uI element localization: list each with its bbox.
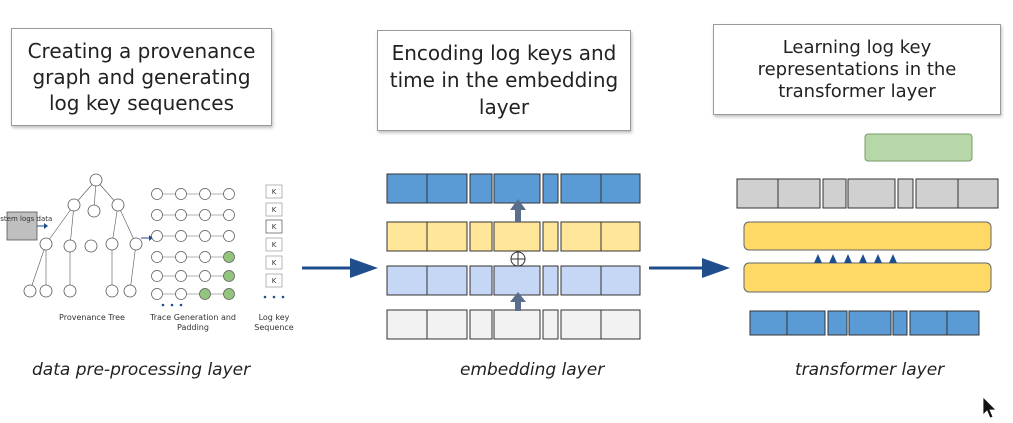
svg-text:K: K [272,188,277,196]
preprocessing-caption: data pre-processing layer [32,360,251,380]
svg-text:K: K [272,241,277,249]
preprocessing-title: Creating a provenance graph and generati… [11,28,272,126]
transformer-block-bottom [743,262,992,293]
arrow-up-icon [510,199,526,222]
log-key-boxes [265,184,283,288]
output-green-block [864,133,973,162]
svg-text:K: K [272,223,277,231]
mouse-cursor-icon [982,396,997,419]
transformer-block-top [743,221,992,251]
trace-nodes [151,188,235,300]
embedding-input-row [386,309,641,340]
svg-text:K: K [272,206,277,214]
trace-links [157,193,229,295]
provenance-tree-label: Provenance Tree [59,313,125,322]
transformer-gray-row [736,178,999,209]
embedding-title: Encoding log keys and time in the embedd… [377,30,631,131]
padding-nodes [199,251,235,300]
arrow-right-icon [649,258,730,278]
embedding-output-row [386,173,641,204]
arrow-right-icon [302,258,378,278]
system-logs-label: System logs data [0,215,52,223]
transformer-input-row [749,310,980,336]
svg-text:K: K [272,277,277,285]
tree-edges [29,179,137,292]
embedding-caption: embedding layer [460,360,605,380]
transformer-title: Learning log key representations in the … [713,24,1001,115]
add-icon [510,251,526,267]
trace-ellipsis [161,303,183,307]
embedding-lightblue-row [386,265,641,296]
provenance-tree-figure: System logs data Provenance Tree [0,173,143,322]
embedding-yellow-row [386,221,641,252]
tree-nodes [23,173,143,298]
arrow-up-icon [510,292,526,311]
system-logs-box [6,211,38,241]
attention-arrows [814,254,897,263]
svg-text:K: K [272,259,277,267]
transformer-caption: transformer layer [795,360,945,380]
